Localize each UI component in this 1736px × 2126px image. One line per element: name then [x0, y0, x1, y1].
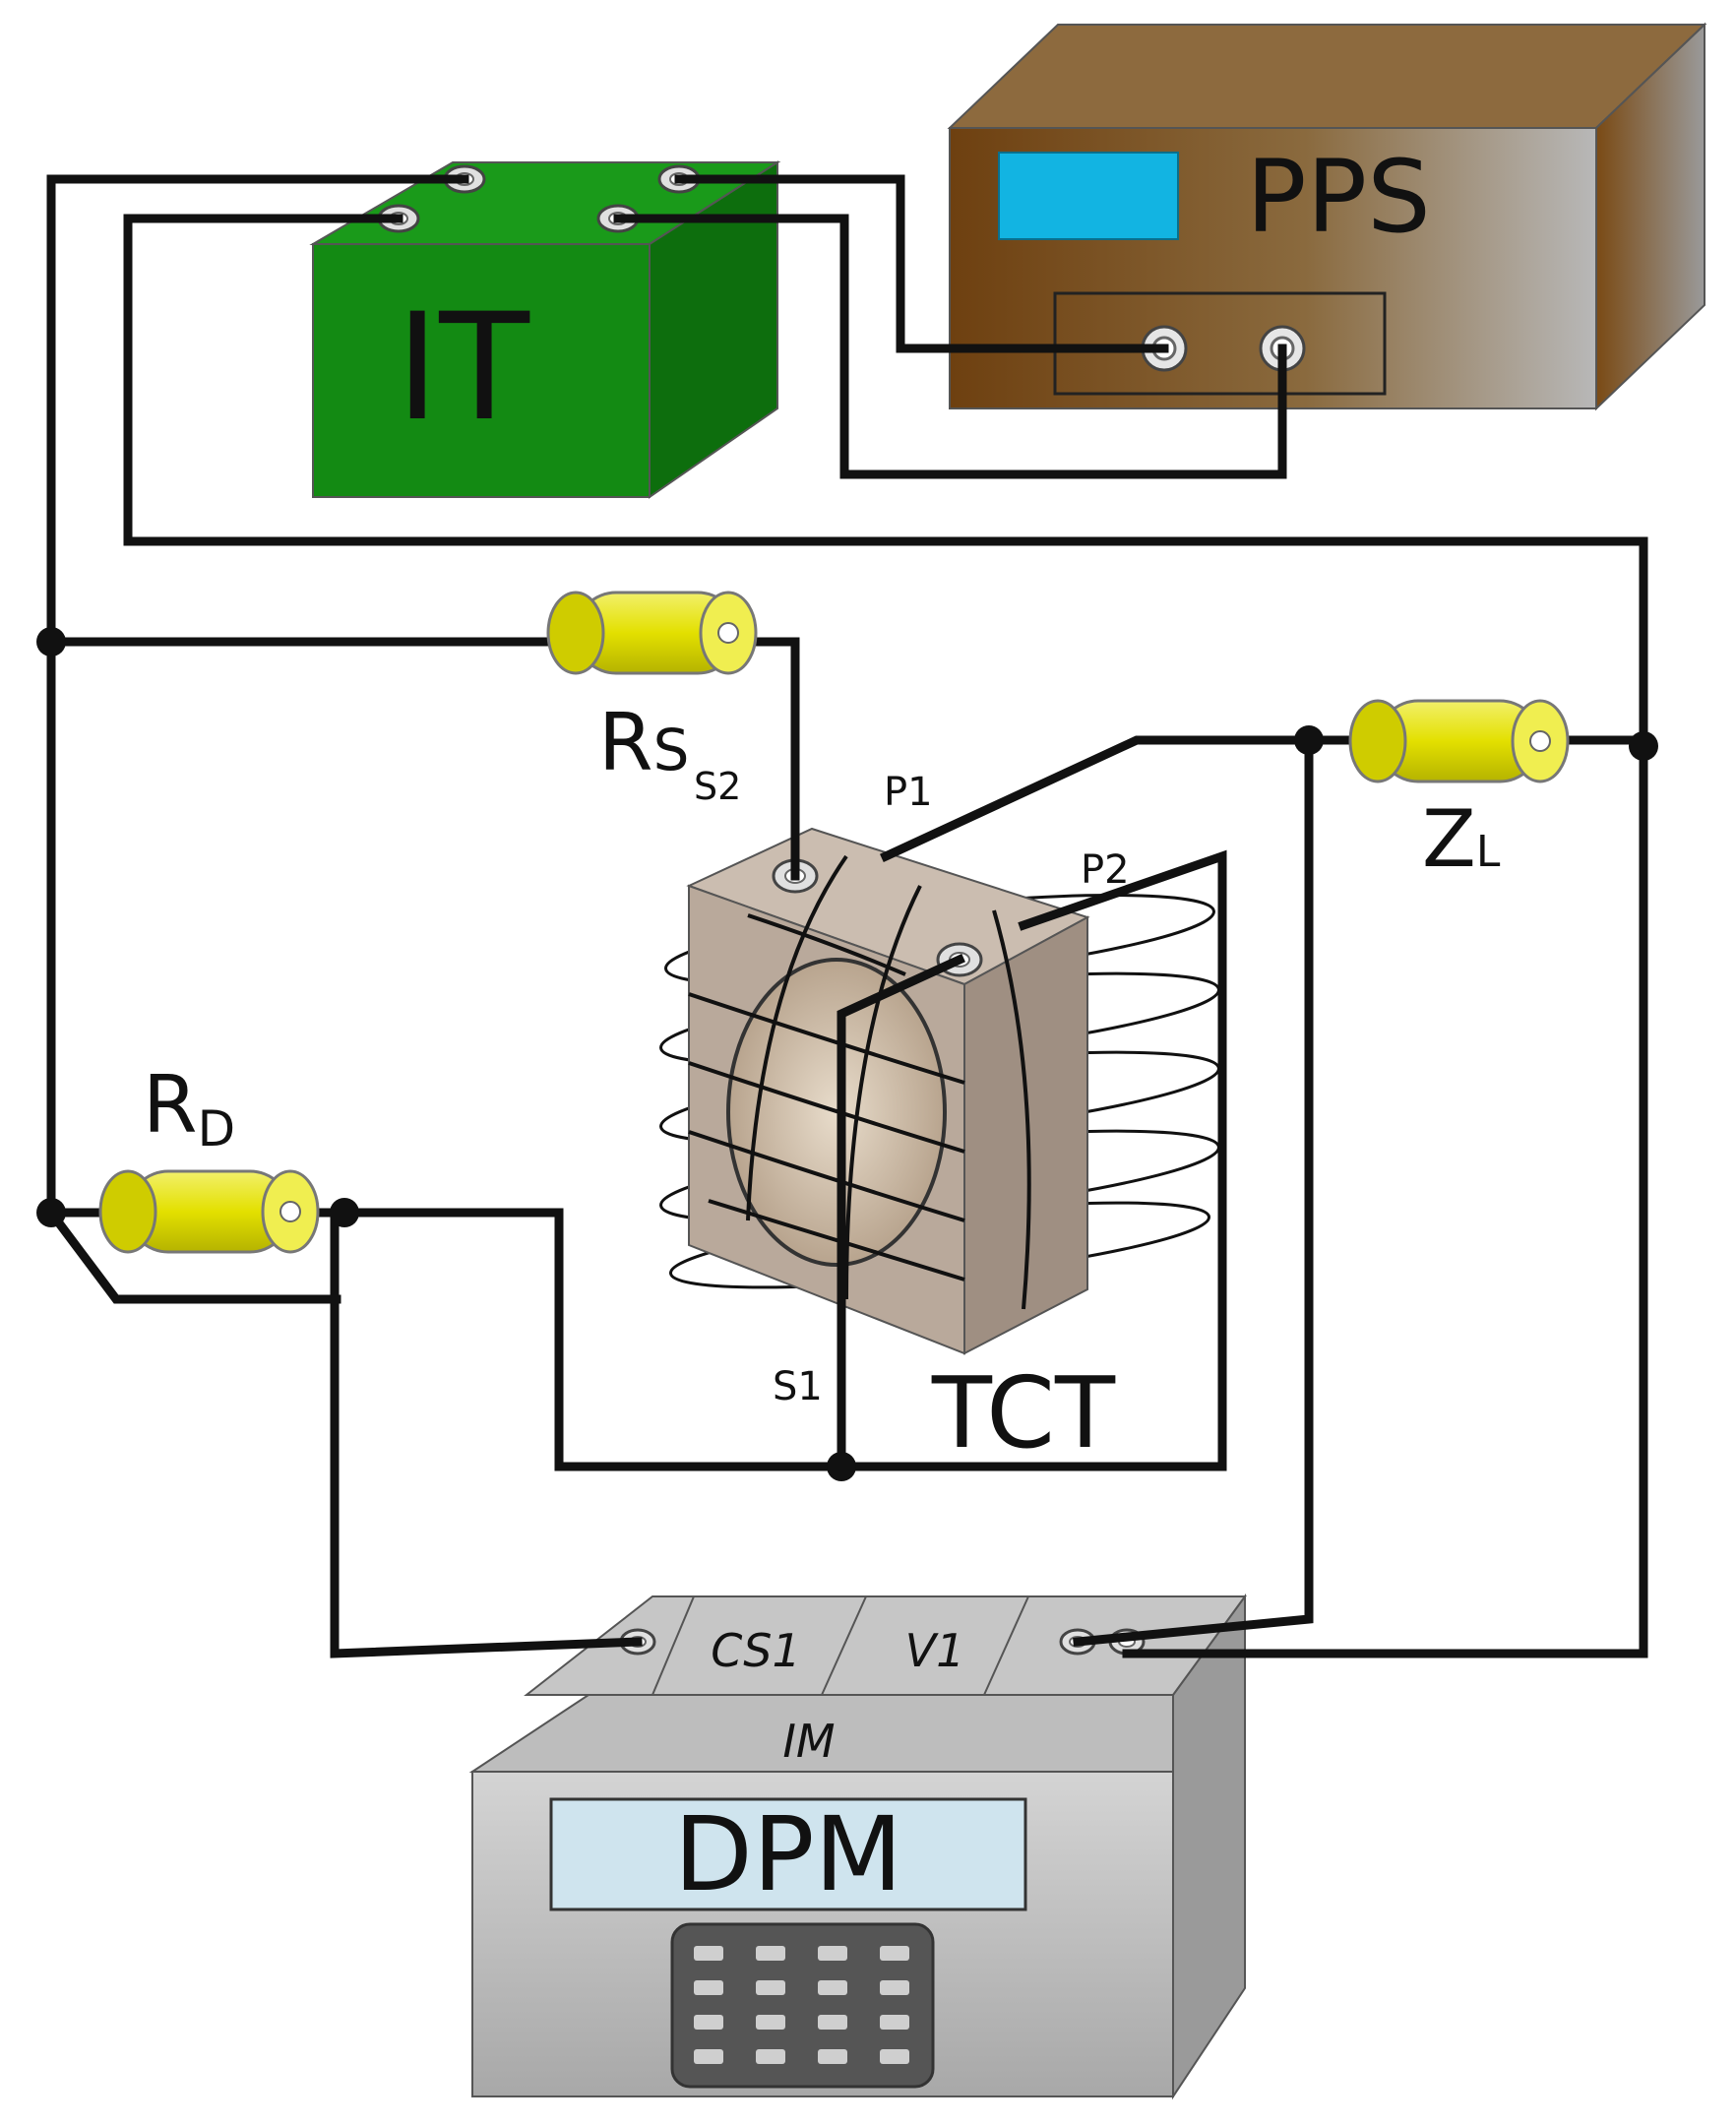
rd-label-sub: D	[198, 1100, 236, 1157]
zl-label-sub: L	[1476, 827, 1501, 877]
rd-label: RD	[143, 1059, 235, 1157]
dpm-display	[549, 1797, 1027, 1911]
junction-dot	[36, 627, 66, 657]
rs-label: RS S2	[598, 697, 741, 808]
junction-dot	[36, 1198, 66, 1227]
pps-label: PPS	[1246, 139, 1431, 256]
rs-label-sub1: S	[653, 717, 690, 783]
zl-label-main: Z	[1422, 793, 1476, 885]
dpm-port-cs1-label: CS1	[711, 1624, 800, 1677]
junction-dot	[330, 1198, 359, 1227]
dpm-label: DPM	[674, 1794, 903, 1914]
junctions	[36, 627, 1658, 1481]
dpm-meter: IM CS1 V1 DPM	[468, 1593, 1247, 2100]
rd-label-main: R	[143, 1059, 198, 1151]
it-transformer: IT	[309, 160, 781, 499]
terminal-label-p1: P1	[884, 770, 933, 815]
dpm-keypad[interactable]	[670, 1922, 935, 2089]
rs-label-sub2: S2	[694, 765, 741, 808]
resistor-rs[interactable]	[546, 591, 758, 675]
it-label: IT	[396, 282, 530, 454]
dpm-port-v1-label: V1	[905, 1624, 965, 1677]
pps-display	[998, 152, 1179, 240]
terminal-label-s1: S1	[773, 1364, 823, 1409]
junction-dot	[827, 1452, 856, 1481]
resistor-zl[interactable]	[1348, 699, 1570, 783]
junction-dot	[1629, 731, 1658, 761]
terminal-label-p2: P2	[1081, 847, 1130, 893]
svg-text:RS: RS	[598, 697, 689, 788]
rs-label-main: R	[598, 697, 653, 788]
junction-dot	[1294, 725, 1324, 755]
tct-transformer: TCT	[659, 827, 1220, 1470]
pps-terminal-panel	[1053, 291, 1387, 396]
tct-label: TCT	[931, 1355, 1116, 1470]
svg-text:ZL: ZL	[1422, 793, 1501, 885]
svg-text:RD: RD	[143, 1059, 235, 1157]
resistor-rd[interactable]	[98, 1169, 320, 1254]
dpm-module-label: IM	[782, 1715, 835, 1768]
zl-label: ZL	[1422, 793, 1501, 885]
pps-power-supply: PPS	[947, 22, 1707, 411]
